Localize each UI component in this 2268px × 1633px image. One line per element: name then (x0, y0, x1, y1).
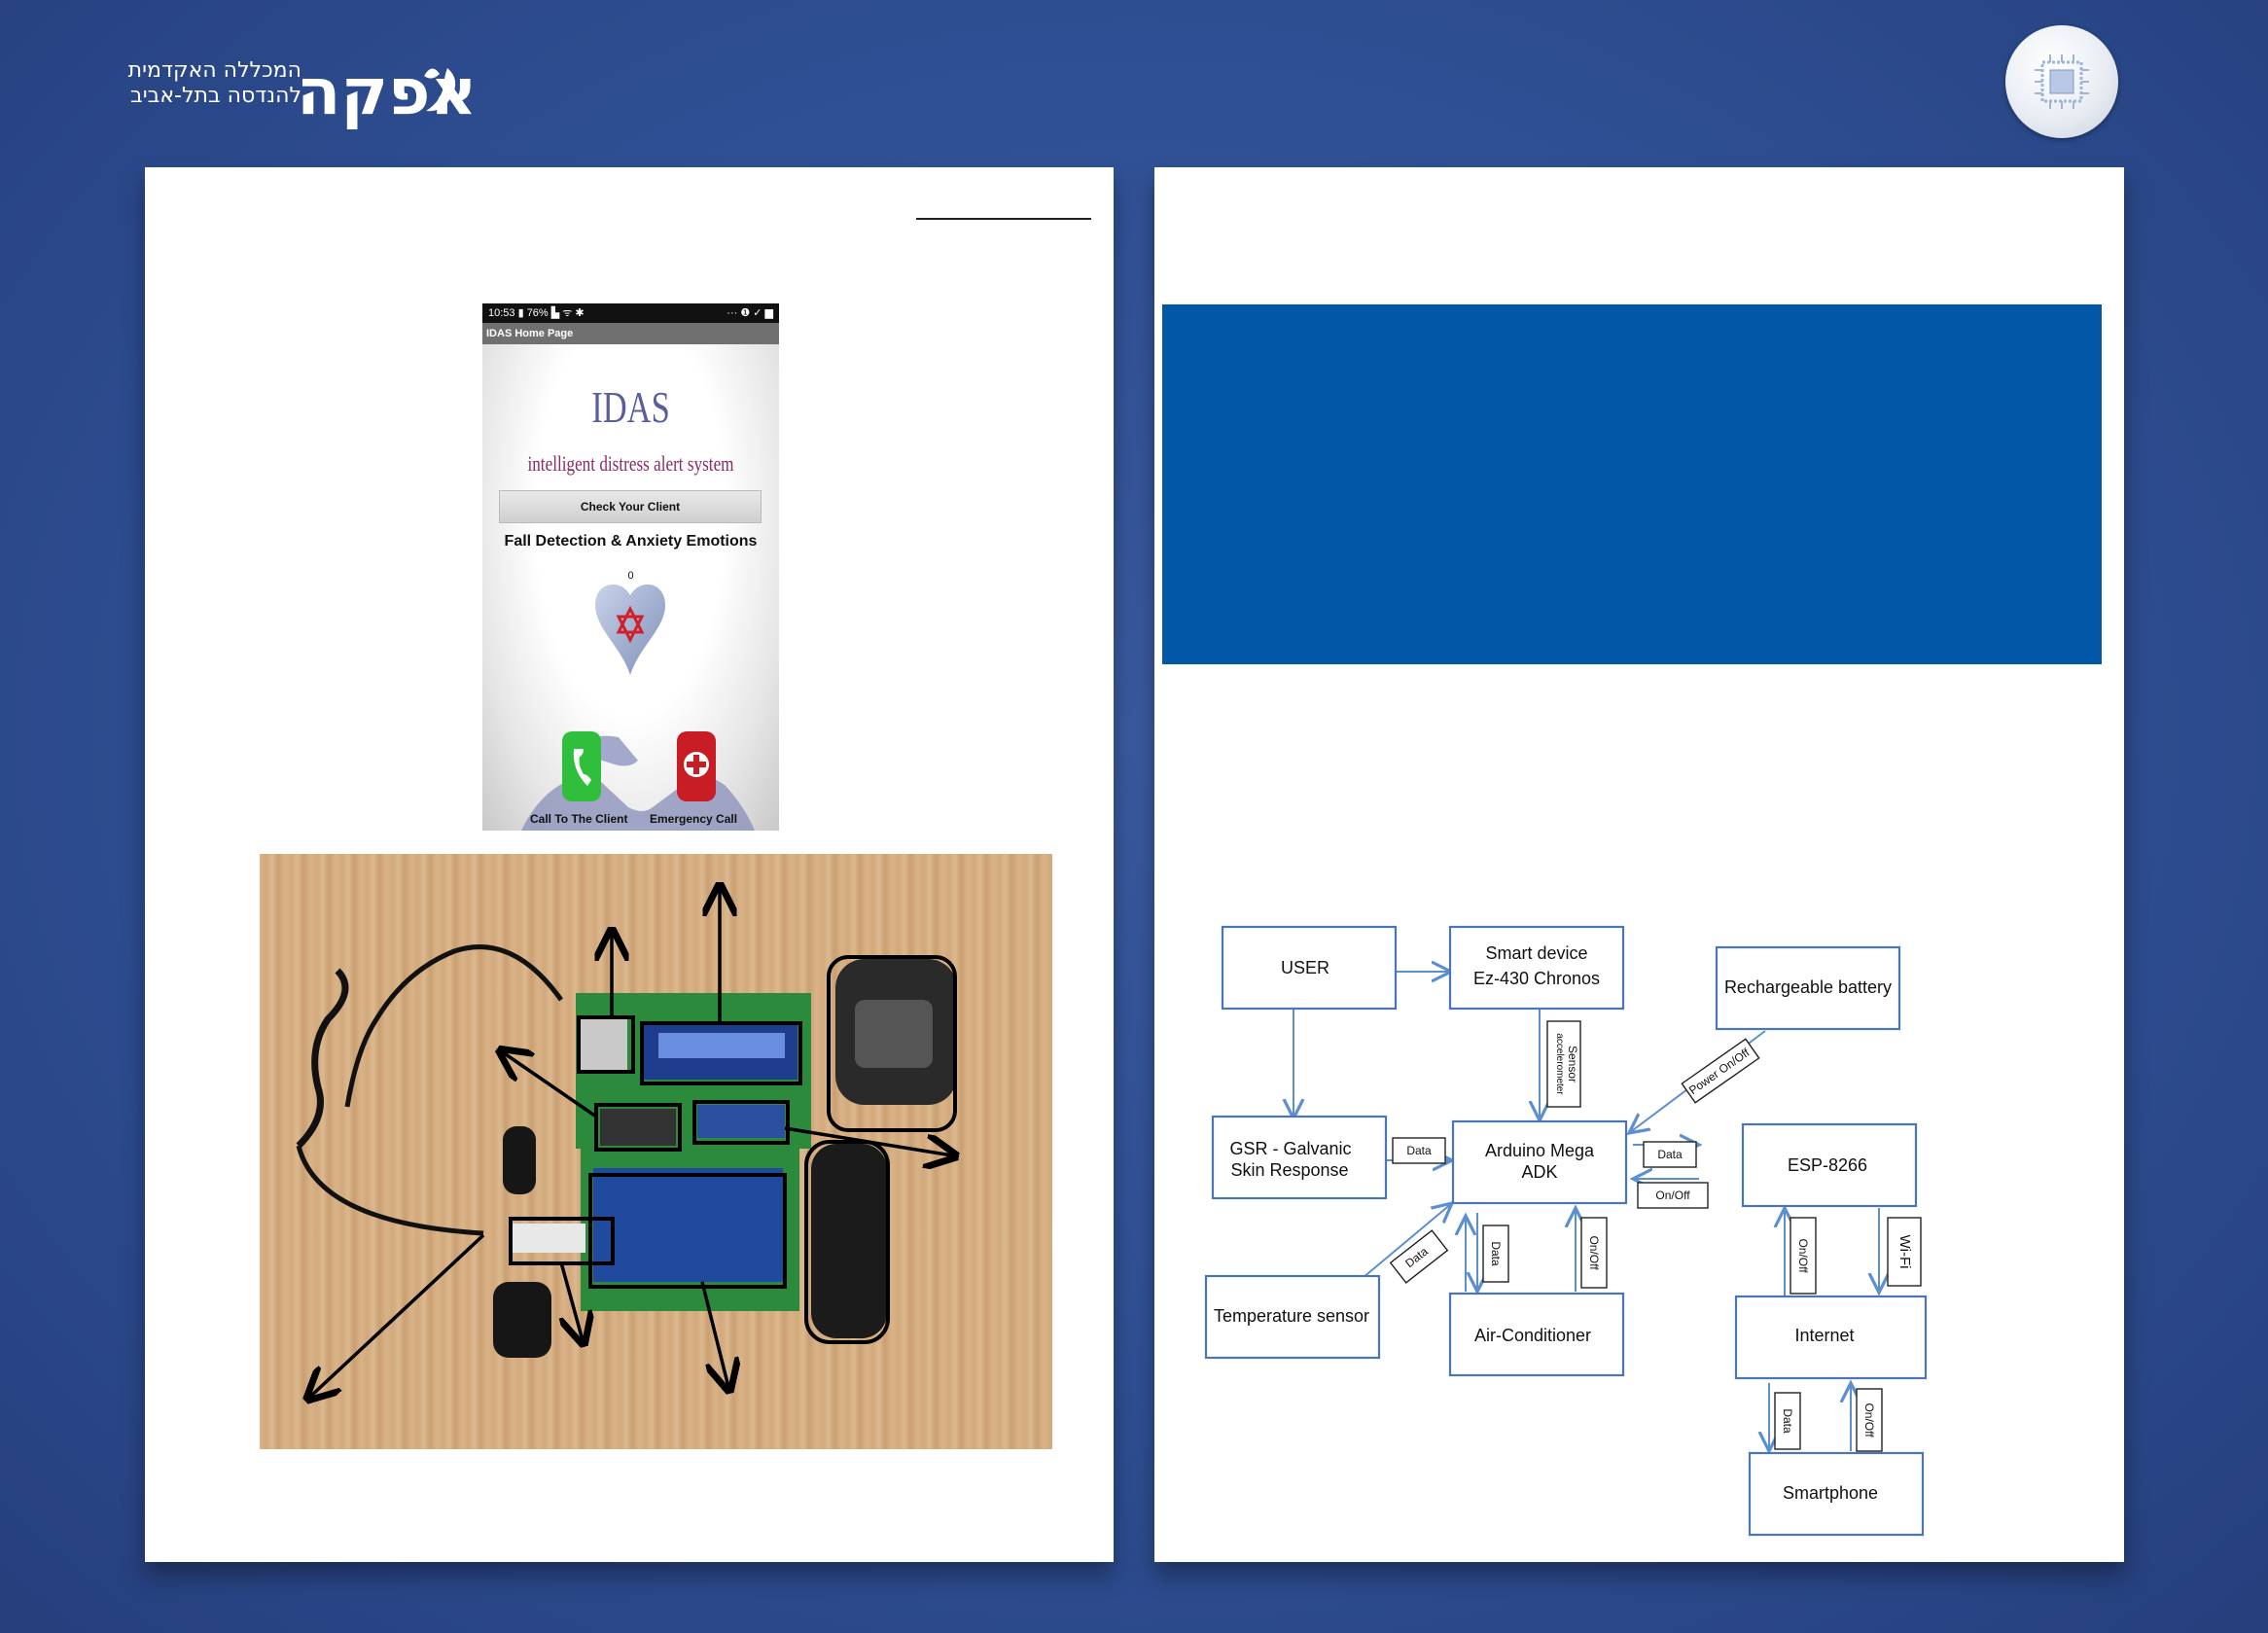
node-ac (1448, 1292, 1625, 1377)
apeka-logo: המכללה האקדמית להנדסה בתל-אביב אפקה (128, 54, 478, 129)
node-smart-device (1448, 925, 1625, 1011)
label-box-esp-onoff (1637, 1182, 1709, 1209)
label-box-power (1681, 1038, 1760, 1104)
node-temp-text: Temperature sensor (1214, 1306, 1369, 1326)
label-box-gsr-data (1392, 1137, 1446, 1164)
node-internet-text: Internet (1794, 1326, 1854, 1345)
phone-status-bar: 10:53 ▮ 76% ▙ ᯤ ✱ ··· ❶ ✓ ▆ (482, 303, 779, 323)
check-client-button[interactable]: Check Your Client (499, 490, 762, 523)
node-gsr-text-2: Skin Response (1230, 1160, 1348, 1180)
logo-line1: המכללה האקדמית (127, 58, 301, 83)
node-smart-text-1: Smart device (1485, 943, 1587, 963)
app-title: IDAS (591, 382, 670, 432)
node-battery (1715, 945, 1901, 1031)
node-temp (1204, 1274, 1381, 1360)
emergency-call-icon[interactable] (677, 731, 716, 801)
blue-title-panel (1162, 304, 2102, 664)
block-diagram: USER Smart device Ez-430 Chronos Recharg… (1204, 925, 1928, 1537)
logo-line2: להנדסה בתל-אביב (129, 84, 301, 108)
label-box-phone-data (1774, 1392, 1801, 1450)
edge-ac-onoff-text: On/Off (1587, 1235, 1601, 1270)
label-box-esp-data (1643, 1141, 1697, 1168)
label-box-phone-onoff (1856, 1388, 1883, 1452)
label-box-sensor (1546, 1020, 1581, 1108)
node-smartphone-text: Smartphone (1783, 1483, 1878, 1503)
left-page: 10:53 ▮ 76% ▙ ᯤ ✱ ··· ❶ ✓ ▆ IDAS Home Pa… (145, 167, 1114, 1562)
status-left: 10:53 ▮ 76% ▙ ᯤ ✱ (488, 307, 585, 319)
edge-phone-onoff-text: On/Off (1862, 1402, 1876, 1438)
edge-power-text: Power On/Off (1686, 1046, 1753, 1097)
label-box-ac-onoff (1580, 1217, 1608, 1289)
edge-sensor-text-2: accelerometer (1554, 1033, 1565, 1095)
heart-star-icon (595, 584, 665, 675)
emergency-call-label[interactable]: Emergency Call (650, 812, 738, 826)
edge-ac-data-text: Data (1489, 1241, 1503, 1266)
right-page: USER Smart device Ez-430 Chronos Recharg… (1154, 167, 2124, 1562)
node-ac-text: Air-Conditioner (1474, 1326, 1591, 1345)
title-underline (916, 218, 1091, 220)
edge-temp-arduino (1362, 1203, 1452, 1279)
node-smartphone (1748, 1451, 1925, 1537)
node-esp-text: ESP-8266 (1788, 1155, 1867, 1175)
app-screenshot: 10:53 ▮ 76% ▙ ᯤ ✱ ··· ❶ ✓ ▆ IDAS Home Pa… (482, 303, 779, 831)
chip-badge (2005, 25, 2118, 138)
node-arduino-text-1: Arduino Mega (1485, 1141, 1595, 1160)
edge-esp-data-text: Data (1657, 1148, 1683, 1161)
node-esp (1741, 1122, 1918, 1208)
status-right: ··· ❶ ✓ ▆ (726, 307, 773, 319)
node-smart-text-2: Ez-430 Chronos (1473, 969, 1600, 988)
node-battery-text: Rechargeable battery (1724, 977, 1892, 997)
edge-gsr-data-text: Data (1406, 1144, 1432, 1157)
node-gsr (1211, 1115, 1388, 1200)
label-box-temp-data (1389, 1229, 1449, 1284)
feature-text: Fall Detection & Anxiety Emotions (504, 533, 758, 550)
label-box-ac-data (1482, 1225, 1509, 1283)
hardware-photo (260, 854, 1052, 1449)
edge-wifi-text: Wi-Fi (1896, 1235, 1913, 1269)
hands-graphic (521, 735, 755, 831)
label-box-wifi (1887, 1217, 1922, 1287)
edge-esp-onoff-text: On/Off (1655, 1189, 1690, 1202)
node-arduino-text-2: ADK (1521, 1162, 1557, 1182)
edge-phone-data-text: Data (1781, 1408, 1794, 1434)
node-internet (1734, 1295, 1928, 1380)
app-titlebar: IDAS Home Page (482, 323, 779, 344)
app-subtitle: intelligent distress alert system (527, 451, 734, 476)
edge-net-onoff-text: On/Off (1796, 1238, 1810, 1273)
node-gsr-text-1: GSR - Galvanic (1229, 1139, 1351, 1158)
phone-call-icon[interactable] (562, 731, 601, 801)
node-user (1221, 925, 1398, 1011)
chip-icon (2035, 54, 2089, 109)
node-user-text: USER (1281, 958, 1329, 977)
heart-counter: 0 (627, 570, 634, 582)
call-client-label[interactable]: Call To The Client (530, 812, 628, 826)
node-arduino (1451, 1119, 1628, 1205)
logo-mark-icon (424, 68, 456, 112)
edge-sensor-text-1: Sensor (1566, 1046, 1579, 1083)
label-box-net-onoff (1790, 1217, 1817, 1295)
